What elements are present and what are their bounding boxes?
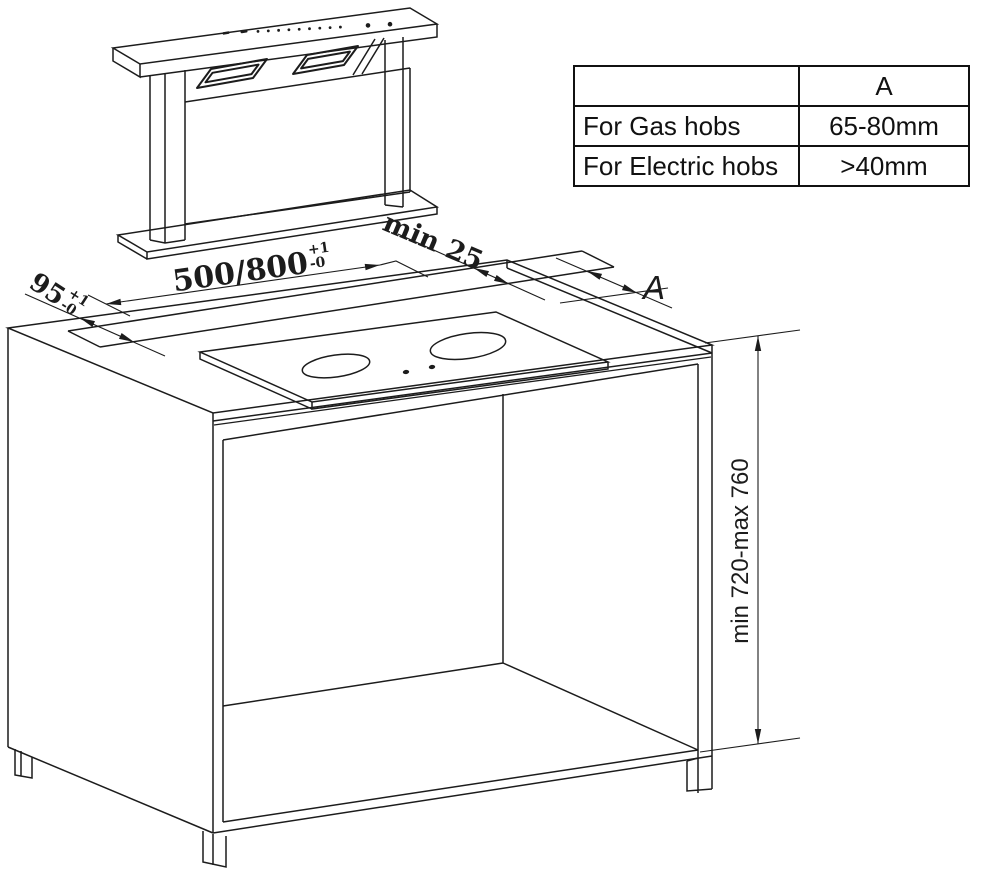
table-header-row: A (573, 65, 970, 107)
hob-burner-right (429, 331, 507, 361)
hob-control-dot (428, 364, 436, 370)
hood-body-panel (184, 67, 411, 225)
hob-drawing (197, 311, 611, 410)
clearance-spec-table: A For Gas hobs 65-80mm For Electric hobs… (573, 65, 970, 187)
worktop-cutout-outline (67, 250, 615, 348)
table-row-label: For Electric hobs (573, 145, 800, 187)
hood-right-column (384, 37, 404, 208)
hood-left-column (149, 70, 186, 244)
hood-base-plate (115, 189, 440, 260)
dimension-lines (24, 233, 801, 753)
table-empty-cell (573, 65, 800, 107)
cabinet-drawing (5, 259, 715, 868)
hob-control-dot (402, 369, 410, 375)
cabinet-leg-left (14, 749, 33, 779)
table-row-value: >40mm (798, 145, 970, 187)
cabinet-height-dimension-label: min 720-max 760 (727, 458, 754, 644)
downdraft-hood-drawing (110, 7, 440, 260)
table-row-value: 65-80mm (798, 105, 970, 147)
table-col-header-a: A (798, 65, 970, 107)
hood-control-buttons (222, 21, 393, 35)
cabinet-leg-front (202, 831, 227, 868)
table-row: For Gas hobs 65-80mm (573, 105, 970, 147)
table-row-label: For Gas hobs (573, 105, 800, 147)
table-row: For Electric hobs >40mm (573, 145, 970, 187)
hood-vent-slots (196, 45, 359, 89)
hob-burner-left (301, 353, 371, 379)
gap-a-dimension-label: A (642, 269, 666, 306)
cabinet-leg-right (686, 750, 713, 793)
